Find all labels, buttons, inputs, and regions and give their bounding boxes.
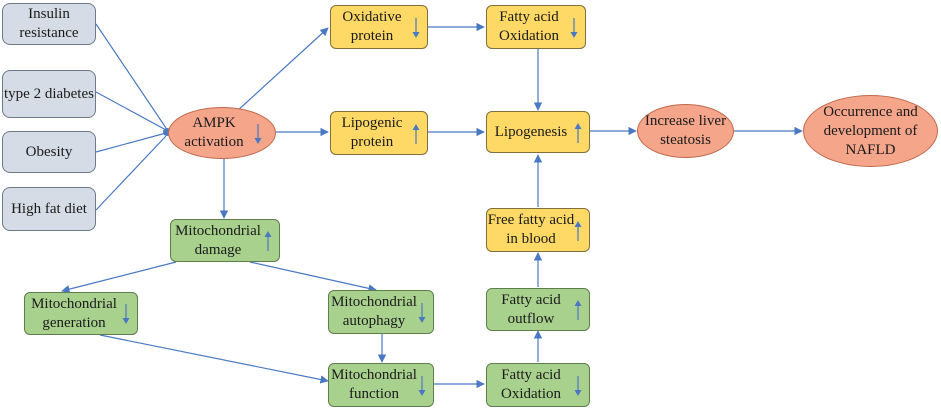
- node-obesity-label: Obesity: [25, 143, 73, 160]
- node-increase-liver-steatosis-label: Increase liver steatosis: [644, 113, 727, 148]
- up-arrow-icon: [264, 231, 272, 251]
- node-mitochondrial-generation: Mitochondrial generation: [24, 292, 138, 335]
- node-lipogenesis-label: Lipogenesis: [494, 123, 568, 140]
- node-nafld-label: Occurrence and development of NAFLD: [823, 103, 918, 158]
- down-arrow-icon: [574, 376, 582, 396]
- down-arrow-icon: [254, 124, 262, 144]
- node-lipogenic-protein: Lipogenic protein: [330, 111, 428, 155]
- node-fatty-acid-outflow: Fatty acid outflow: [486, 288, 590, 331]
- edge-mitodamage-mitoauto: [249, 261, 377, 293]
- node-lipogenesis: Lipogenesis: [486, 111, 590, 153]
- down-arrow-icon: [122, 304, 130, 324]
- node-mitochondrial-damage: Mitochondrial damage: [170, 219, 280, 262]
- node-mitochondrial-autophagy: Mitochondrial autophagy: [328, 290, 434, 334]
- node-insulin-resistance-label: Insulin resistance: [19, 6, 79, 41]
- down-arrow-icon: [570, 18, 578, 38]
- node-fatty-acid-outflow-label: Fatty acid outflow: [501, 291, 561, 327]
- up-arrow-icon: [574, 300, 582, 320]
- up-arrow-icon: [574, 221, 582, 241]
- node-mitochondrial-autophagy-label: Mitochondrial autophagy: [331, 294, 417, 329]
- node-free-fatty-acid-in-blood-label: Free fatty acid in blood: [487, 212, 575, 247]
- node-fatty-acid-oxidation-bottom-label: Fatty acid Oxidation: [501, 367, 561, 402]
- edge-insulin-ampk: [95, 23, 167, 129]
- edge-hfd-ampk: [95, 135, 167, 211]
- down-arrow-icon: [418, 303, 426, 323]
- node-free-fatty-acid-in-blood: Free fatty acid in blood: [486, 208, 590, 252]
- down-arrow-icon: [412, 18, 420, 38]
- node-ampk-activation: AMPK activation: [168, 107, 276, 159]
- node-type-2-diabetes-label: type 2 diabetes: [4, 85, 94, 102]
- node-mitochondrial-function-label: Mitochondrial function: [331, 367, 417, 402]
- up-arrow-icon: [574, 123, 582, 143]
- node-increase-liver-steatosis: Increase liver steatosis: [637, 104, 734, 158]
- node-mitochondrial-function: Mitochondrial function: [328, 363, 434, 407]
- node-fatty-acid-oxidation-top: Fatty acid Oxidation: [486, 5, 586, 49]
- up-arrow-icon: [412, 124, 420, 144]
- edge-ampk-oxprot: [235, 27, 329, 113]
- node-mitochondrial-damage-label: Mitochondrial damage: [175, 222, 261, 258]
- node-ampk-activation-label: AMPK activation: [184, 115, 244, 150]
- node-high-fat-diet: High fat diet: [2, 187, 96, 231]
- node-insulin-resistance: Insulin resistance: [2, 3, 96, 45]
- node-oxidative-protein: Oxidative protein: [330, 5, 428, 49]
- node-fatty-acid-oxidation-top-label: Fatty acid Oxidation: [499, 9, 559, 44]
- node-mitochondrial-generation-label: Mitochondrial generation: [31, 295, 117, 331]
- node-fatty-acid-oxidation-bottom: Fatty acid Oxidation: [486, 363, 590, 407]
- edge-mitodamage-mitogen: [61, 261, 177, 294]
- node-nafld: Occurrence and development of NAFLD: [803, 95, 938, 167]
- node-lipogenic-protein-label: Lipogenic protein: [341, 115, 403, 150]
- node-oxidative-protein-label: Oxidative protein: [342, 9, 402, 44]
- node-obesity: Obesity: [2, 131, 96, 173]
- down-arrow-icon: [418, 376, 426, 396]
- edge-t2d-ampk: [95, 91, 167, 131]
- node-type-2-diabetes: type 2 diabetes: [2, 70, 96, 118]
- edge-obesity-ampk: [95, 132, 167, 153]
- edge-mitogen-mitofunc: [99, 334, 329, 384]
- node-high-fat-diet-label: High fat diet: [11, 200, 87, 217]
